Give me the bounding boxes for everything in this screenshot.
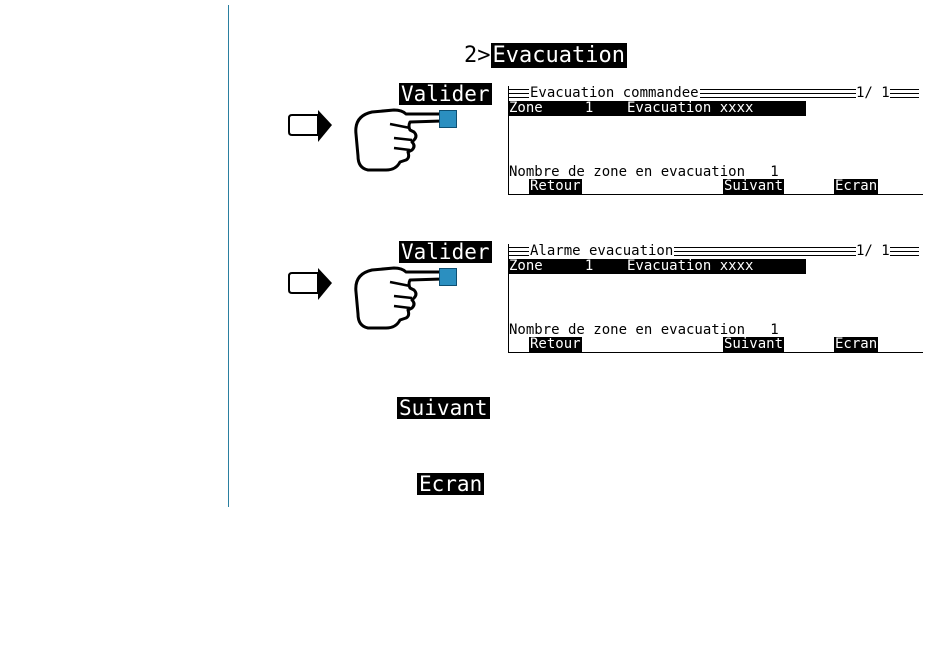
valider-key-label-1[interactable]: Valider: [399, 83, 492, 105]
menu-title-text: Evacuation: [491, 43, 627, 68]
lcd-header: Alarme evacuation 1/ 1: [509, 244, 923, 259]
zone-row: Zone 1 Evacuation xxxx: [509, 259, 806, 274]
lcd-screen-2: Alarme evacuation 1/ 1 Zone 1 Evacuation…: [508, 244, 923, 353]
softkey-retour[interactable]: Retour: [529, 179, 582, 194]
ecran-key-label[interactable]: Ecran: [417, 473, 484, 495]
page-indicator: 1/ 1: [856, 86, 890, 101]
screen-title: Evacuation commandee: [529, 86, 700, 101]
softkey-suivant[interactable]: Suivant: [723, 337, 784, 352]
valider-key-label-2[interactable]: Valider: [399, 241, 492, 263]
right-arrow-icon: [286, 266, 334, 302]
right-arrow-icon: [286, 108, 334, 144]
page-indicator: 1/ 1: [856, 244, 890, 259]
softkey-retour[interactable]: Retour: [529, 337, 582, 352]
screen-title: Alarme evacuation: [529, 244, 674, 259]
keypad-button-icon[interactable]: [439, 268, 457, 286]
softkey-ecran[interactable]: Ecran: [834, 337, 878, 352]
zone-row: Zone 1 Evacuation xxxx: [509, 101, 806, 116]
keypad-button-icon[interactable]: [439, 110, 457, 128]
lcd-header: Evacuation commandee 1/ 1: [509, 86, 923, 101]
menu-title: 2>Evacuation: [464, 44, 627, 68]
softkey-suivant[interactable]: Suivant: [723, 179, 784, 194]
left-margin-rule: [228, 5, 229, 507]
suivant-key-label[interactable]: Suivant: [397, 397, 490, 419]
menu-prefix: 2>: [464, 43, 491, 68]
softkey-ecran[interactable]: Ecran: [834, 179, 878, 194]
lcd-screen-1: Evacuation commandee 1/ 1 Zone 1 Evacuat…: [508, 86, 923, 195]
